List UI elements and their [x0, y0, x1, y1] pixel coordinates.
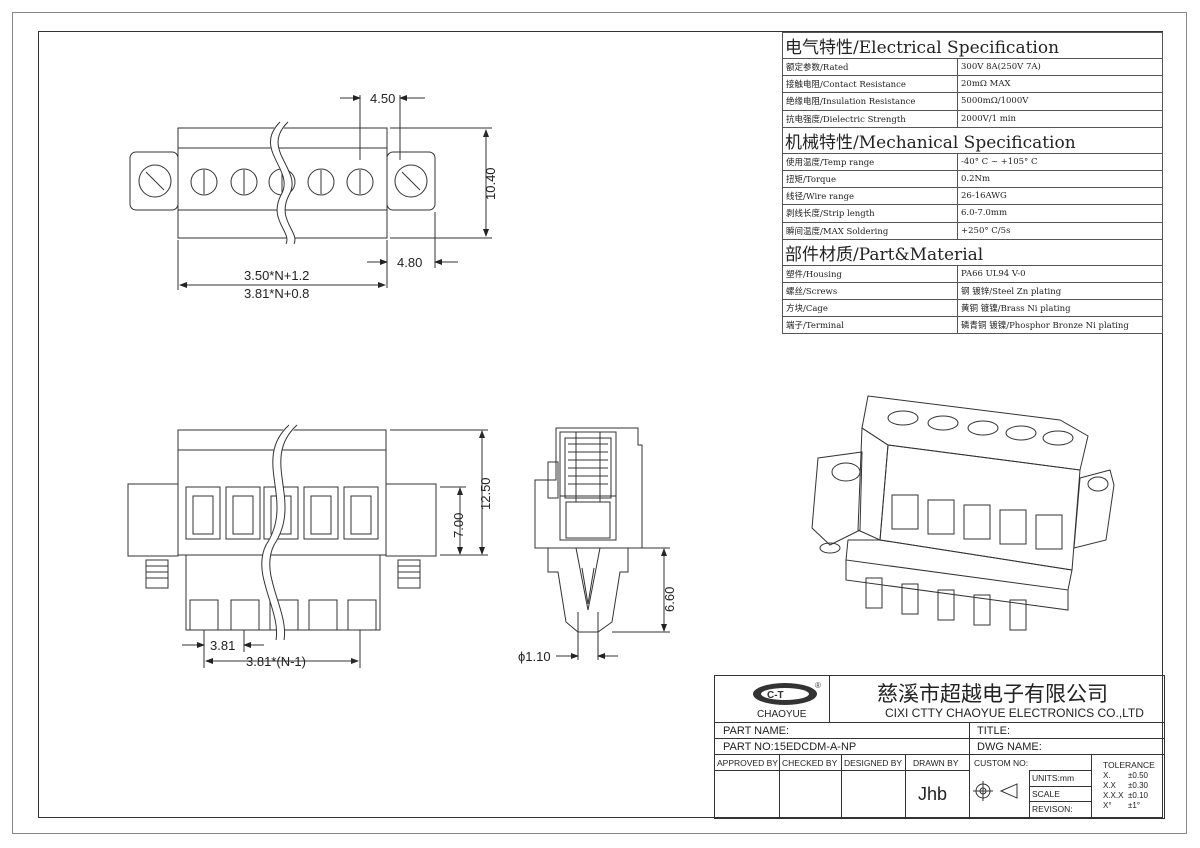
- dim-4-80: 4.80: [397, 255, 422, 270]
- dim-7-00: 7.00: [451, 513, 466, 538]
- dim-6-60: 6.60: [662, 587, 677, 612]
- projection-symbol-icon: [973, 781, 1018, 801]
- dwg-name-label: DWG NAME:: [977, 741, 1042, 753]
- scale-label: SCALE: [1032, 789, 1060, 799]
- spec-table: 电气特性/Electrical Specification 额定参数/Rated…: [782, 32, 1163, 335]
- front-view: [127, 422, 488, 668]
- designed-by-label: DESIGNED BY: [844, 758, 903, 768]
- material-heading: 部件材质/Part&Material: [782, 238, 1163, 266]
- tol-value: ±0.30: [1128, 781, 1148, 790]
- isometric-view: [811, 395, 1115, 631]
- company-name-cn: 慈溪市超越电子有限公司: [877, 683, 1108, 706]
- tol-value: ±0.50: [1128, 771, 1148, 780]
- tol-key: X°: [1103, 801, 1112, 810]
- tol-key: X.X: [1103, 781, 1116, 790]
- units-label: UNITS:mm: [1032, 773, 1075, 783]
- drawn-by-label: DRAWN BY: [913, 758, 959, 768]
- tol-key: X.: [1103, 771, 1111, 780]
- dimension-labels: 4.50 10.40 4.80 3.50*N+1.2 3.81*N+0.8 12…: [210, 91, 677, 669]
- dim-12-50: 12.50: [478, 477, 493, 510]
- svg-text:C-T: C-T: [767, 690, 784, 701]
- drawn-by-value: Jhb: [918, 784, 948, 804]
- dim-3-81: 3.81: [210, 638, 235, 653]
- tol-value: ±0.10: [1128, 791, 1148, 800]
- spec-row: 瞬间温度/MAX Soldering+250° C/5s: [782, 221, 1163, 240]
- logo-text: CHAOYUE: [757, 709, 807, 720]
- tol-key: X.X.X: [1103, 791, 1124, 800]
- dim-pin-diameter: ϕ1.10: [518, 649, 551, 664]
- company-logo-icon: C-T ®: [753, 681, 821, 705]
- dim-width-formula-2: 3.81*N+0.8: [244, 286, 309, 301]
- outer-frame: [12, 12, 1187, 834]
- custom-no-label: CUSTOM NO:: [974, 758, 1029, 768]
- title-label: TITLE:: [977, 725, 1011, 737]
- side-section-view: [534, 427, 670, 660]
- dim-width-formula-1: 3.50*N+1.2: [244, 268, 309, 283]
- spec-row: 使用温度/Temp range-40° C ~ +105° C: [782, 152, 1163, 171]
- dim-10-40: 10.40: [483, 167, 498, 200]
- mechanical-heading: 机械特性/Mechanical Specification: [782, 126, 1163, 154]
- inner-frame: [38, 31, 1163, 818]
- electrical-heading: 电气特性/Electrical Specification: [782, 32, 1163, 59]
- part-name-label: PART NAME:: [723, 725, 790, 737]
- top-view: [129, 95, 492, 290]
- dim-pitch-formula: 3.81*(N-1): [246, 654, 306, 669]
- approved-by-label: APPROVED BY: [717, 758, 778, 768]
- svg-text:®: ®: [815, 681, 821, 690]
- revison-label: REVISON:: [1032, 804, 1073, 814]
- tolerance-label: TOLERANCE: [1103, 760, 1155, 770]
- checked-by-label: CHECKED BY: [782, 758, 838, 768]
- title-block: C-T ® CHAOYUE 慈溪市超越电子有限公司 CIXI CTTY CHAO…: [714, 675, 1165, 819]
- company-name-en: CIXI CTTY CHAOYUE ELECTRONICS CO.,LTD: [885, 706, 1144, 720]
- part-no-label: PART NO:15EDCDM-A-NP: [723, 741, 857, 753]
- dim-4-50: 4.50: [370, 91, 395, 106]
- tol-value: ±1°: [1128, 801, 1141, 810]
